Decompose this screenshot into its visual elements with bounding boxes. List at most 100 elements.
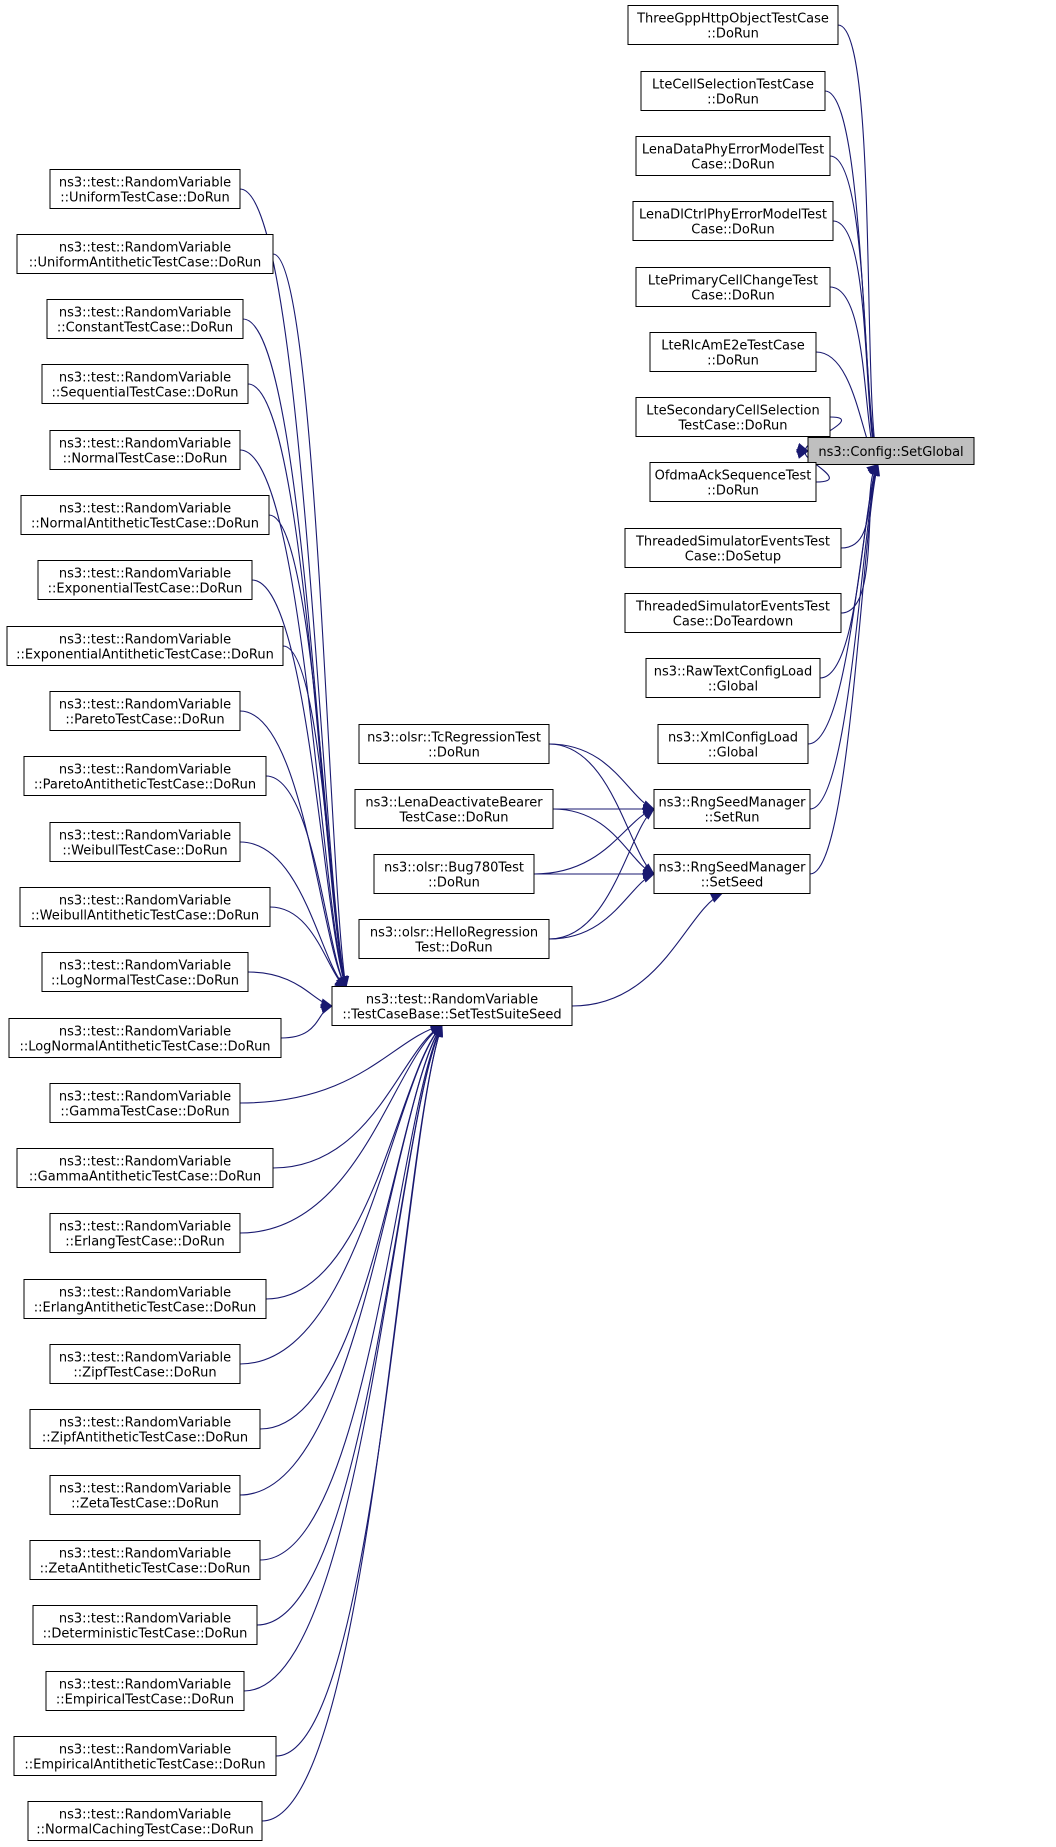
node-box[interactable] [49,1344,241,1384]
node-suiteseed[interactable]: ns3::test::RandomVariable::TestCaseBase:… [331,986,573,1026]
node-rv8[interactable]: ns3::test::RandomVariable::ExponentialAn… [6,626,284,666]
node-rv9[interactable]: ns3::test::RandomVariable::ParetoTestCas… [49,691,241,731]
node-rv13[interactable]: ns3::test::RandomVariable::LogNormalTest… [41,952,249,992]
node-box[interactable] [16,234,274,274]
node-label: ::ParetoAntitheticTestCase::DoRun [34,778,256,793]
node-n6[interactable]: LteRlcAmE2eTestCase::DoRun [649,332,817,372]
node-rv14[interactable]: ns3::test::RandomVariable::LogNormalAnti… [8,1018,282,1058]
node-box[interactable] [49,1083,241,1123]
node-rv6[interactable]: ns3::test::RandomVariable::NormalAntithe… [20,495,270,535]
node-box[interactable] [41,364,249,404]
node-rv2[interactable]: ns3::test::RandomVariable::UniformAntith… [16,234,274,274]
edge-setseed-to-root [809,463,881,875]
node-rv3[interactable]: ns3::test::RandomVariable::ConstantTestC… [46,299,244,339]
node-box[interactable] [354,789,554,829]
node-box[interactable] [649,332,817,372]
node-box[interactable] [49,822,241,862]
node-rv20[interactable]: ns3::test::RandomVariable::ZipfAntitheti… [29,1409,261,1449]
node-box[interactable] [653,789,811,829]
node-box[interactable] [16,1148,274,1188]
node-rv24[interactable]: ns3::test::RandomVariable::EmpiricalTest… [45,1671,245,1711]
node-rv21[interactable]: ns3::test::RandomVariable::ZetaTestCase:… [49,1475,241,1515]
node-rv7[interactable]: ns3::test::RandomVariable::ExponentialTe… [37,560,253,600]
node-box[interactable] [49,430,241,470]
node-rv16[interactable]: ns3::test::RandomVariable::GammaAntithet… [16,1148,274,1188]
node-box[interactable] [6,626,284,666]
node-box[interactable] [635,397,831,437]
node-box[interactable] [49,1475,241,1515]
node-rv17[interactable]: ns3::test::RandomVariable::ErlangTestCas… [49,1213,241,1253]
node-box[interactable] [23,756,267,796]
node-box[interactable] [32,1605,258,1645]
node-rv19[interactable]: ns3::test::RandomVariable::ZipfTestCase:… [49,1344,241,1384]
node-box[interactable] [45,1671,245,1711]
node-n8[interactable]: OfdmaAckSequenceTest::DoRun [649,462,817,502]
node-rv18[interactable]: ns3::test::RandomVariable::ErlangAntithe… [23,1279,267,1319]
node-box[interactable] [635,267,831,307]
node-n11[interactable]: ns3::RawTextConfigLoad::Global [645,658,821,698]
node-box[interactable] [19,887,271,927]
node-box[interactable] [29,1409,261,1449]
node-box[interactable] [37,560,253,600]
node-box[interactable] [635,136,831,176]
node-rv22[interactable]: ns3::test::RandomVariable::ZetaAntitheti… [29,1540,261,1580]
node-rv11[interactable]: ns3::test::RandomVariable::WeibullTestCa… [49,822,241,862]
node-box[interactable] [49,1213,241,1253]
node-rv4[interactable]: ns3::test::RandomVariable::SequentialTes… [41,364,249,404]
node-box[interactable] [358,724,550,764]
node-n12[interactable]: ns3::XmlConfigLoad::Global [657,724,809,764]
node-box[interactable] [41,952,249,992]
node-box[interactable] [358,919,550,959]
node-rv25[interactable]: ns3::test::RandomVariable::EmpiricalAnti… [13,1736,277,1776]
node-n2[interactable]: LteCellSelectionTestCase::DoRun [640,71,826,111]
node-box[interactable] [653,854,811,894]
node-rv15[interactable]: ns3::test::RandomVariable::GammaTestCase… [49,1083,241,1123]
node-box[interactable] [331,986,573,1026]
node-box[interactable] [29,1540,261,1580]
node-n1[interactable]: ThreeGppHttpObjectTestCase::DoRun [627,5,839,45]
node-rv5[interactable]: ns3::test::RandomVariable::NormalTestCas… [49,430,241,470]
node-olsr_tc[interactable]: ns3::olsr::TcRegressionTest::DoRun [358,724,550,764]
node-root[interactable]: ns3::Config::SetGlobal [807,437,975,465]
node-label: ::WeibullTestCase::DoRun [62,844,227,859]
node-label: ns3::test::RandomVariable [59,894,231,909]
node-box[interactable] [632,201,834,241]
node-rv1[interactable]: ns3::test::RandomVariable::UniformTestCa… [49,169,241,209]
node-n10[interactable]: ThreadedSimulatorEventsTestCase::DoTeard… [624,593,842,633]
node-box[interactable] [627,5,839,45]
node-box[interactable] [640,71,826,111]
node-label: ::SetRun [704,811,759,826]
node-label: ::GammaTestCase::DoRun [60,1105,229,1120]
node-label: Case::DoRun [691,158,774,173]
node-box[interactable] [649,462,817,502]
node-label: ns3::RngSeedManager [658,861,806,876]
node-olsr_bug[interactable]: ns3::olsr::Bug780Test::DoRun [373,854,535,894]
node-box[interactable] [807,437,975,465]
node-box[interactable] [645,658,821,698]
node-box[interactable] [23,1279,267,1319]
node-box[interactable] [27,1801,263,1841]
node-box[interactable] [624,528,842,568]
node-box[interactable] [49,691,241,731]
node-rv26[interactable]: ns3::test::RandomVariable::NormalCaching… [27,1801,263,1841]
node-rv23[interactable]: ns3::test::RandomVariable::Deterministic… [32,1605,258,1645]
node-box[interactable] [20,495,270,535]
node-box[interactable] [13,1736,277,1776]
node-box[interactable] [46,299,244,339]
node-box[interactable] [657,724,809,764]
node-box[interactable] [624,593,842,633]
node-box[interactable] [8,1018,282,1058]
node-rv12[interactable]: ns3::test::RandomVariable::WeibullAntith… [19,887,271,927]
node-setrun[interactable]: ns3::RngSeedManager::SetRun [653,789,811,829]
node-box[interactable] [49,169,241,209]
node-rv10[interactable]: ns3::test::RandomVariable::ParetoAntithe… [23,756,267,796]
node-box[interactable] [373,854,535,894]
node-setseed[interactable]: ns3::RngSeedManager::SetSeed [653,854,811,894]
